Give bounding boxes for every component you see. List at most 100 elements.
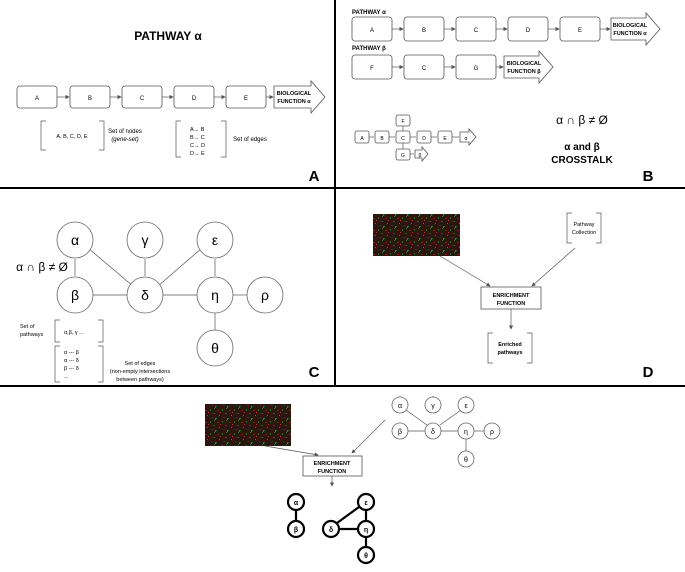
- panel-c-node-theta-label: θ: [211, 340, 219, 356]
- panel-b-merged-beta-arrow: [414, 145, 429, 163]
- panel-d-expression-heatmap: [373, 214, 460, 256]
- panel-e-result-node-theta-label: θ: [364, 553, 368, 560]
- panel-b-merged-node-f-label: F: [401, 119, 404, 125]
- panel-e-edge-heatmap-function: [264, 445, 319, 457]
- panel-e-node-beta: [391, 422, 409, 440]
- panel-a-function-line1: BIOLOGICAL: [277, 91, 312, 97]
- panel-a-node-c-label: C: [140, 96, 145, 102]
- panel-d-collection-brace-left: [566, 212, 572, 244]
- panel-c-edges-brace-left: [54, 345, 60, 383]
- panel-b-alpha-node-e-label: E: [578, 28, 582, 34]
- panel-e-result-node-eta: [356, 519, 376, 539]
- panel-c-node-gamma-label: γ: [142, 232, 149, 248]
- panel-d-collection-line1: Pathway: [573, 222, 594, 228]
- panel-e-node-gamma: [424, 396, 442, 414]
- panel-c-edge-set-1: α --- β: [64, 350, 79, 356]
- panel-e-node-delta: [424, 422, 442, 440]
- panel-d-collection-brace-right: [596, 212, 602, 244]
- panel-c-edge-set-4: ...: [64, 374, 69, 380]
- panel-d-edge-heatmap-function: [439, 255, 491, 287]
- panel-e-edge-alpha-delta: [405, 409, 428, 426]
- panel-d-collection-line2: Collection: [572, 230, 596, 236]
- panel-c-edge-set-2: α --- δ: [64, 358, 79, 364]
- panel-e-node-alpha-label: α: [398, 403, 402, 410]
- panel-a-nodes-brace-left: [40, 120, 46, 151]
- panel-e-node-theta: [457, 450, 475, 468]
- panel-c-edges-label-1: Set of edges: [125, 361, 156, 367]
- panel-b-beta-node-f-label: F: [370, 66, 374, 72]
- panel-c-edges-brace-right: [98, 345, 104, 383]
- panel-d-enriched-brace-left: [487, 332, 493, 364]
- panel-e-result-edge-epsilon-delta: [336, 506, 360, 524]
- panel-b-alpha-node-a-label: A: [370, 28, 374, 34]
- panel-e-result-node-delta: [321, 519, 341, 539]
- panel-d-enriched-line2: pathways: [497, 350, 522, 356]
- panel-a-edges-label: Set of edges: [233, 137, 267, 143]
- panel-b-crosstalk-line2: CROSSTALK: [551, 155, 613, 166]
- panel-a: PATHWAY α A B C D E BIOLOGICAL FUNCTION …: [16, 29, 326, 185]
- panel-c-node-theta: [196, 329, 234, 367]
- panel-e-enrichment-function: [302, 455, 363, 477]
- panel-d-enriched-brace-right: [527, 332, 533, 364]
- panel-a-edge-set-3: C→ D: [190, 143, 205, 149]
- panel-a-title: PATHWAY α: [134, 29, 202, 43]
- panel-b-letter: B: [643, 168, 654, 185]
- panel-c-node-alpha-label: α: [71, 232, 79, 248]
- panel-e: α γ ε β δ η ρ θ ENRICHMENT FUNCTION α β …: [205, 396, 501, 565]
- panel-b-alpha-function-line2: FUNCTION α: [613, 31, 647, 37]
- panel-d-edge-collection-function: [531, 247, 576, 287]
- panel-e-node-rho-label: ρ: [490, 429, 494, 436]
- panel-e-node-delta-label: δ: [431, 429, 435, 436]
- panel-e-result-node-beta: [286, 519, 306, 539]
- panel-c-edge-alpha-delta: [87, 247, 134, 287]
- panel-b-alpha-node-d-label: D: [526, 28, 531, 34]
- panel-a-edge-set-2: B→ C: [190, 135, 205, 141]
- panel-c-node-gamma: [126, 221, 164, 259]
- panel-c-node-rho: [246, 276, 284, 314]
- panel-b-alpha-function-line1: BIOLOGICAL: [613, 23, 648, 29]
- panel-d-enrichment-line2: FUNCTION: [497, 301, 525, 307]
- panel-a-nodes-label: Set of nodes: [108, 129, 142, 135]
- panel-b-merged-beta-label: β: [419, 153, 422, 159]
- panel-b-merged-node-e-label: E: [443, 136, 447, 142]
- panel-b-crosstalk-line1: α and β: [564, 142, 600, 153]
- panel-c-node-alpha: [56, 221, 94, 259]
- panel-d: Pathway Collection ENRICHMENT FUNCTION E…: [373, 212, 654, 381]
- panel-c-node-beta: [56, 276, 94, 314]
- panel-b-formula: α ∩ β ≠ Ø: [556, 113, 608, 127]
- panel-c-node-delta-label: δ: [141, 287, 149, 303]
- panel-a-function-line2: FUNCTION α: [277, 99, 311, 105]
- panel-c-node-delta: [126, 276, 164, 314]
- panel-c-edges-label-3: between pathways): [116, 377, 164, 383]
- panel-b-beta-function-arrow: [503, 49, 554, 85]
- panel-c-pathways-set: α,β, γ ...: [64, 330, 84, 336]
- panel-e-node-eta: [457, 422, 475, 440]
- panel-e-result-node-beta-label: β: [294, 527, 299, 534]
- panel-b-beta-node-c-label: C: [422, 66, 427, 72]
- panel-d-letter: D: [643, 364, 654, 381]
- panel-b-merged-node-a-label: A: [360, 136, 364, 142]
- panel-c-edges-label-2: (non-empty intersections: [110, 369, 170, 375]
- panel-e-node-eta-label: η: [464, 429, 468, 436]
- panel-c-node-eta-label: η: [211, 287, 219, 303]
- panel-e-enrichment-line1: ENRICHMENT: [314, 461, 351, 467]
- panel-a-nodes-brace-right: [99, 120, 105, 151]
- panel-c: α γ ε β δ η ρ θ α ∩ β ≠ Ø Set of pathway…: [16, 221, 320, 383]
- panel-e-node-rho: [483, 422, 501, 440]
- panel-a-node-b-label: B: [88, 96, 92, 102]
- panel-b-alpha-node-b-label: B: [422, 28, 426, 34]
- panel-e-result-node-alpha-label: α: [294, 500, 299, 507]
- panel-a-node-e-label: E: [244, 96, 248, 102]
- panel-c-pathways-label-1: Set of: [20, 324, 35, 330]
- panel-a-edges-brace-left: [175, 120, 181, 158]
- panel-b-merged-node-g-label: G: [401, 153, 405, 159]
- panel-b-alpha-node-c-label: C: [474, 28, 479, 34]
- panel-e-result-node-epsilon: [356, 492, 376, 512]
- panel-d-enrichment-line1: ENRICHMENT: [493, 293, 530, 299]
- panel-e-result-node-alpha: [286, 492, 306, 512]
- panel-b: PATHWAY α A B C D E BIOLOGICAL FUNCTION …: [351, 10, 661, 185]
- panel-b-beta-function-line2: FUNCTION β: [507, 69, 541, 75]
- panel-c-pathways-brace-right: [98, 319, 104, 343]
- panel-b-merged-alpha-arrow: [459, 127, 477, 147]
